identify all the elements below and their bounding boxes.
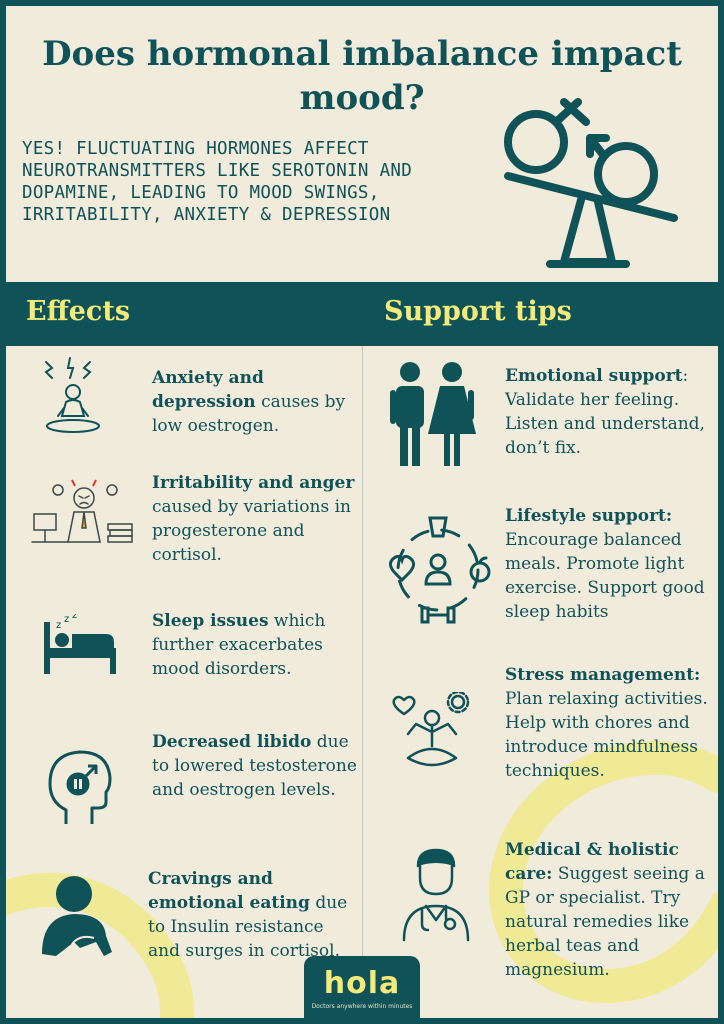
effect-item-1: Anxiety and depression causes by low oes…	[152, 368, 346, 436]
svg-text:z: z	[72, 614, 77, 621]
effect-item-5: Cravings and emotional eating due to Ins…	[148, 869, 348, 961]
svg-text:z: z	[64, 614, 69, 625]
anxiety-person-icon	[44, 357, 100, 433]
effect-item-2: Irritability and anger caused by variati…	[152, 473, 355, 565]
eating-person-icon	[42, 876, 112, 956]
support-heading: Support tips	[384, 296, 572, 327]
effects-heading: Effects	[26, 296, 131, 327]
support-item-3: Stress management: Plan relaxing activit…	[505, 665, 708, 781]
hola-logo: hola Doctors anywhere within minutes	[304, 956, 420, 1018]
doctor-icon	[402, 848, 470, 942]
effect-item-4: Decreased libido due to lowered testoste…	[152, 732, 357, 800]
logo-wordmark: hola	[323, 966, 401, 1001]
support-item-1: Emotional support: Validate her feeling.…	[505, 366, 705, 458]
decorative-swirl	[6, 740, 718, 1018]
page-title: Does hormonal imbalance impact mood?	[42, 34, 682, 118]
angry-worker-icon	[31, 479, 133, 543]
svg-text:z: z	[56, 620, 61, 631]
support-item-4: Medical & holistic care: Suggest seeing …	[505, 840, 705, 980]
lifestyle-cycle-icon	[389, 516, 491, 624]
effect-item-3: Sleep issues which further exacerbates m…	[152, 611, 326, 679]
sleeping-bed-icon: z z z	[44, 614, 116, 674]
meditation-icon	[392, 692, 470, 767]
column-divider	[362, 346, 363, 956]
infographic: Does hormonal imbalance impact mood? YES…	[6, 6, 718, 1018]
logo-tagline: Doctors anywhere within minutes	[311, 1003, 413, 1010]
head-male-symbol-icon	[48, 750, 112, 824]
page-subtitle: YES! FLUCTUATING HORMONES AFFECT NEUROTR…	[22, 139, 413, 225]
gender-balance-scale-icon	[504, 98, 678, 268]
support-item-2: Lifestyle support: Encourage balanced me…	[505, 506, 705, 622]
section-band	[6, 282, 718, 346]
header-section: Does hormonal imbalance impact mood? YES…	[6, 6, 718, 282]
couple-icon	[390, 362, 476, 466]
